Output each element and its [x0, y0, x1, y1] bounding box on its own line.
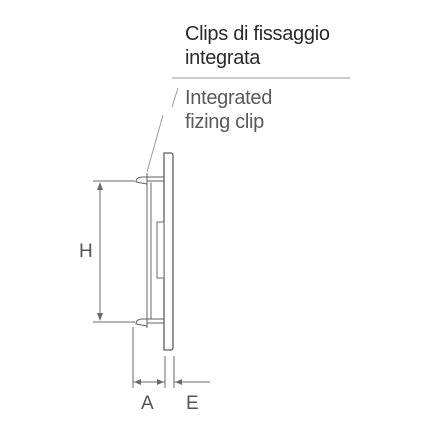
dimension-label-h: H [79, 241, 93, 262]
center-bracket [156, 221, 165, 279]
height-dimension [93, 180, 135, 323]
leader-segment-upper [171, 87, 179, 108]
leader-lines [146, 77, 350, 173]
front-panel [163, 152, 174, 351]
label-english: Integrated fizing clip [185, 86, 272, 134]
leader-segment-lower [146, 114, 164, 173]
dimension-label-e: E [186, 393, 199, 414]
lower-fixing-clip [135, 315, 164, 328]
label-english-line-1: Integrated [185, 87, 273, 109]
upper-fixing-clip [135, 173, 164, 186]
dimension-label-a: A [141, 393, 154, 414]
label-italian: Clips di fissaggio integrata [185, 22, 330, 70]
label-italian-line-1: Clips di fissaggio [185, 23, 330, 45]
label-italian-line-2: integrata [185, 47, 261, 69]
label-english-line-2: fizing clip [185, 111, 264, 133]
depth-dimensions [132, 327, 210, 388]
rear-support-bar [146, 176, 152, 324]
